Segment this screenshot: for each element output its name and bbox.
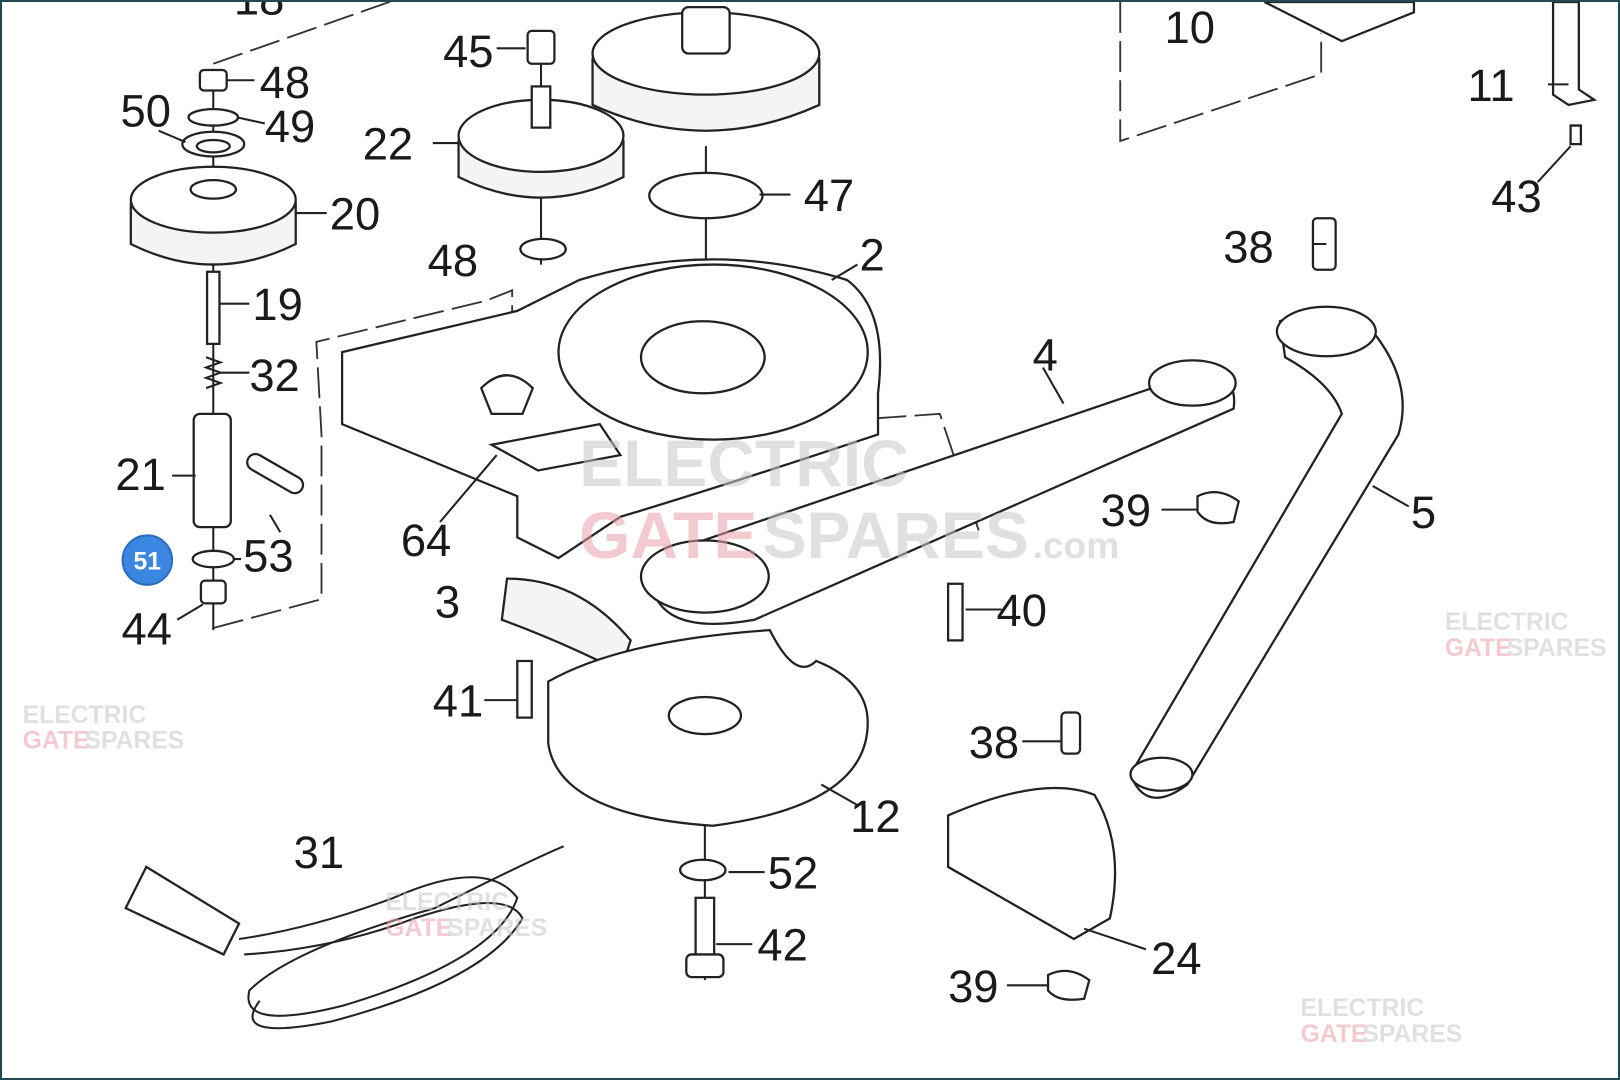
- svg-text:SPARES: SPARES: [1362, 1021, 1462, 1048]
- part-40-screw: [946, 582, 964, 642]
- svg-text:GATE: GATE: [579, 498, 757, 572]
- svg-text:SPARES: SPARES: [1507, 635, 1607, 662]
- part-10-housing: [1263, 2, 1416, 43]
- svg-text:SPARES: SPARES: [763, 498, 1029, 572]
- part-label-10[interactable]: 10: [1165, 2, 1215, 53]
- svg-text:GATE: GATE: [1301, 1021, 1368, 1048]
- part-label-44[interactable]: 44: [122, 604, 172, 655]
- part-39-clip: [1046, 969, 1091, 1001]
- part-label-41[interactable]: 41: [433, 676, 483, 727]
- svg-text:.com: .com: [1033, 524, 1120, 566]
- group-outline: [213, 288, 514, 629]
- part-labels: 18 10 11 43 45 48 50 49 22 47 20 48 38 2…: [115, 2, 1541, 1012]
- part-label-38[interactable]: 38: [969, 717, 1019, 768]
- svg-text:GATE: GATE: [23, 728, 90, 755]
- group-outline: [212, 2, 393, 65]
- part-31-power-cable: [124, 845, 565, 1030]
- part-label-31[interactable]: 31: [294, 827, 344, 878]
- part-label-5[interactable]: 5: [1411, 487, 1436, 538]
- svg-text:ELECTRIC: ELECTRIC: [385, 889, 509, 916]
- part-43-screw: [1569, 124, 1583, 146]
- svg-text:SPARES: SPARES: [447, 915, 547, 942]
- part-label-12[interactable]: 12: [850, 791, 900, 842]
- part-39-clip: [1196, 491, 1241, 525]
- part-38-pin: [1060, 711, 1082, 755]
- part-42-bolt: [694, 896, 716, 961]
- svg-text:ELECTRIC: ELECTRIC: [1445, 609, 1569, 636]
- leader-lines: [158, 47, 1572, 987]
- center-gears: [457, 6, 821, 404]
- part-24-bracket: [946, 786, 1117, 941]
- part-label-18[interactable]: 18: [234, 2, 284, 24]
- part-12-hub: [667, 695, 743, 736]
- part-label-47[interactable]: 47: [804, 170, 854, 221]
- badge-label: 51: [134, 548, 162, 575]
- part-41-screw: [516, 659, 533, 719]
- part-label-3[interactable]: 3: [435, 577, 460, 628]
- part-label-4[interactable]: 4: [1033, 330, 1058, 381]
- part-label-40[interactable]: 40: [997, 585, 1047, 636]
- part-label-45[interactable]: 45: [443, 26, 493, 77]
- part-hub: [479, 374, 535, 415]
- part-label-43[interactable]: 43: [1491, 171, 1541, 222]
- part-label-38[interactable]: 38: [1223, 222, 1273, 273]
- part-label-22[interactable]: 22: [363, 119, 413, 170]
- svg-text:SPARES: SPARES: [84, 728, 184, 755]
- part-label-64[interactable]: 64: [401, 515, 451, 566]
- svg-text:ELECTRIC: ELECTRIC: [1301, 995, 1425, 1022]
- badge-circle: [121, 534, 174, 586]
- part-label-24[interactable]: 24: [1151, 933, 1201, 984]
- part-label-20[interactable]: 20: [330, 189, 380, 240]
- part-label-11[interactable]: 11: [1468, 60, 1515, 111]
- part-label-21[interactable]: 21: [115, 449, 165, 500]
- part-label-50[interactable]: 50: [121, 86, 171, 137]
- part-label-52[interactable]: 52: [768, 848, 818, 899]
- group-outline: [1119, 2, 1323, 143]
- svg-text:ELECTRIC: ELECTRIC: [23, 702, 147, 729]
- selected-part-badge-51[interactable]: 51: [121, 534, 174, 586]
- svg-text:GATE: GATE: [385, 915, 452, 942]
- part-label-39[interactable]: 39: [948, 961, 998, 1012]
- part-label-48[interactable]: 48: [260, 57, 310, 108]
- svg-text:ELECTRIC: ELECTRIC: [579, 426, 909, 500]
- part-label-32[interactable]: 32: [249, 350, 299, 401]
- svg-text:GATE: GATE: [1445, 635, 1512, 662]
- part-label-39[interactable]: 39: [1101, 485, 1151, 536]
- part-cam: [639, 539, 770, 614]
- part-4-pivot: [1147, 359, 1237, 407]
- part-5-end: [1129, 756, 1194, 792]
- part-label-49[interactable]: 49: [265, 101, 315, 152]
- part-5-pivot: [1275, 305, 1377, 358]
- part-52-washer: [679, 858, 727, 882]
- part-64-pad: [488, 422, 623, 472]
- watermark-large: ELECTRIC GATE SPARES .com: [579, 426, 1119, 572]
- part-label-48[interactable]: 48: [428, 235, 478, 286]
- watermark-small: ELECTRIC GATE SPARES ELECTRIC GATE SPARE…: [23, 609, 1607, 1048]
- part-11-bracket: [1551, 2, 1598, 107]
- part-label-19[interactable]: 19: [252, 279, 302, 330]
- part-2-center-hole: [639, 320, 766, 395]
- part-label-2[interactable]: 2: [859, 230, 884, 281]
- part-label-42[interactable]: 42: [757, 920, 807, 971]
- left-gear-stack: [129, 68, 305, 631]
- part-label-53[interactable]: 53: [243, 530, 293, 581]
